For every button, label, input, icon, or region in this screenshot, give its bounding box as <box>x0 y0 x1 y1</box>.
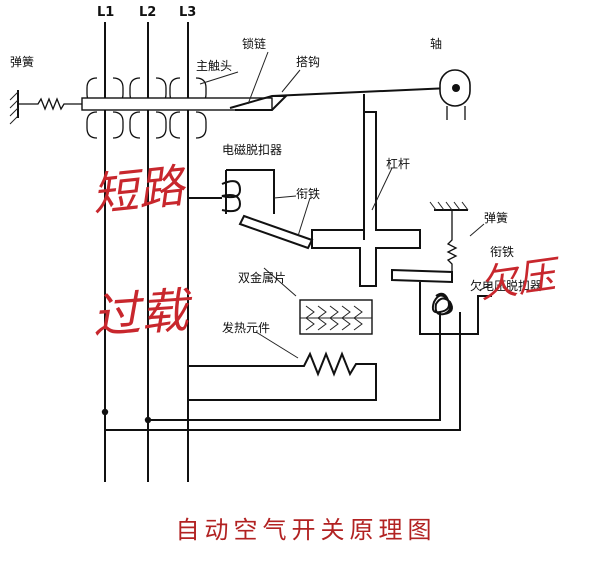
left-spring <box>18 97 82 111</box>
label-bimetal: 双金属片 <box>238 270 286 285</box>
label-lever: 杠杆 <box>386 156 410 171</box>
heating-element <box>188 351 377 401</box>
annotation-undervoltage: 欠压 <box>477 252 564 307</box>
undervoltage-release <box>105 282 492 431</box>
label-heating-element: 发热元件 <box>222 320 270 335</box>
phase-l2-label: L2 <box>139 5 156 20</box>
bimetal-strip <box>299 299 373 335</box>
armature-top <box>238 214 314 250</box>
label-lock-chain: 锁链 <box>242 36 266 51</box>
annotation-overload: 过载 <box>90 282 196 345</box>
lock-chain <box>229 87 451 240</box>
right-spring-mount <box>429 201 469 272</box>
label-main-contact: 主触头 <box>196 59 232 73</box>
label-electromagnetic-release: 电磁脱扣器 <box>222 142 282 157</box>
armature-right <box>391 268 453 284</box>
phase-lines <box>104 22 189 482</box>
diagram-title: 自动空气开关原理图 <box>176 516 437 544</box>
left-wall <box>9 90 19 125</box>
leader-lines <box>199 51 493 359</box>
shaft-pivot <box>439 69 471 120</box>
label-hook: 搭钩 <box>296 55 320 69</box>
electromagnetic-release <box>188 169 275 214</box>
label-spring-right: 弹簧 <box>484 210 508 225</box>
label-shaft: 轴 <box>430 36 442 51</box>
phase-l3-label: L3 <box>179 5 196 20</box>
label-undervoltage-release: 欠电压脱扣器 <box>470 278 542 293</box>
lever <box>311 111 421 287</box>
phase-l1-label: L1 <box>97 5 114 20</box>
label-armature-top: 衔铁 <box>296 187 320 201</box>
annotation-short-circuit: 短路 <box>89 158 190 222</box>
label-spring-left: 弹簧 <box>10 54 34 69</box>
label-armature-right: 衔铁 <box>490 245 514 259</box>
